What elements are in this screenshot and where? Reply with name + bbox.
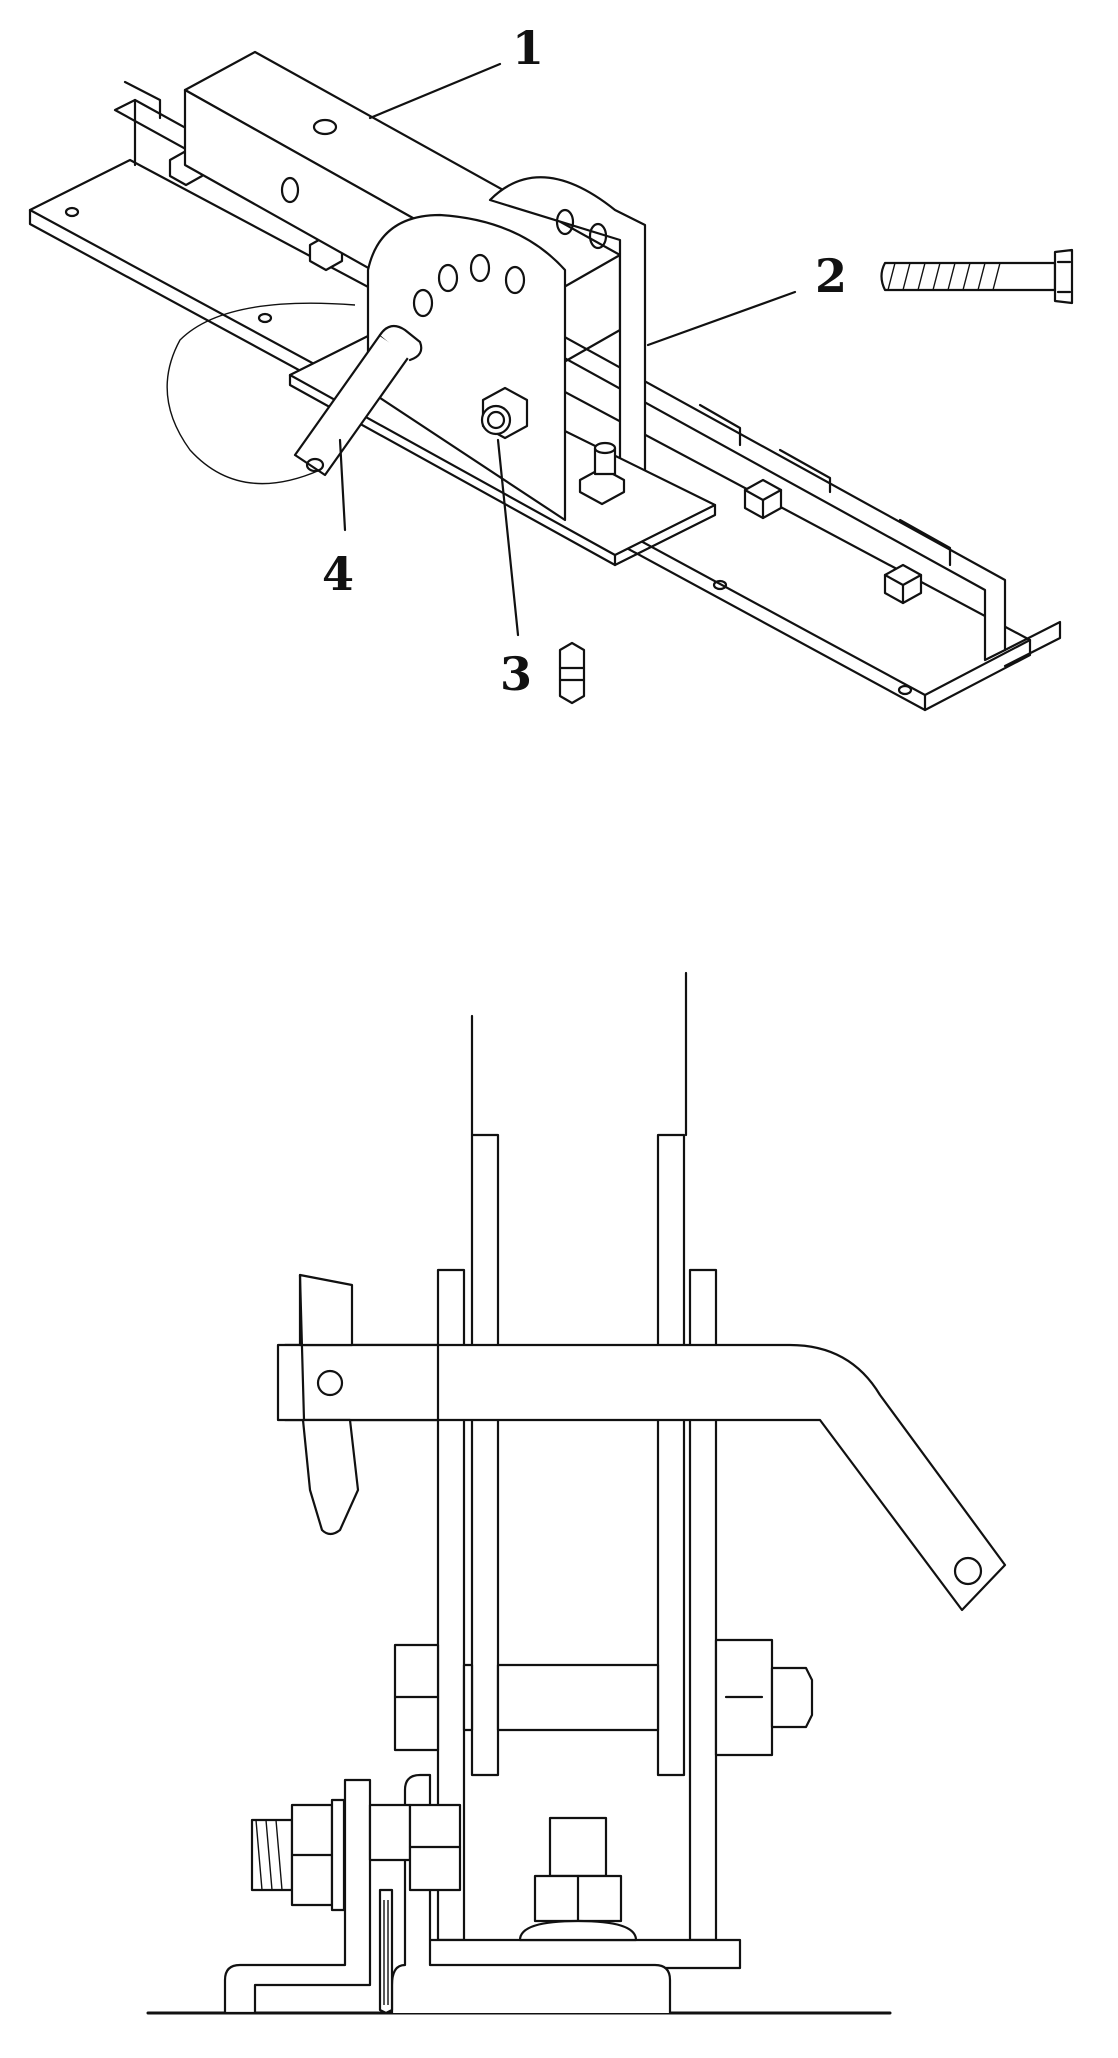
callout-3: 3 [500, 647, 532, 701]
callout-1: 1 [512, 21, 544, 75]
locking-pin [298, 1273, 360, 1536]
front-side-plate [366, 213, 567, 522]
seam-clamp [223, 1773, 672, 2015]
leader-lines [338, 62, 797, 637]
callout-2: 2 [815, 249, 847, 303]
winch-handle [166, 302, 423, 485]
loose-bolt [880, 248, 1074, 305]
handle-shaft [276, 1343, 1007, 1612]
callout-4: 4 [322, 547, 354, 601]
clamp-bolt [250, 1798, 346, 1912]
back-side-plate [488, 176, 647, 487]
base-plate [408, 1938, 742, 1970]
loose-nut [558, 641, 586, 705]
inner-plate-right [656, 1133, 686, 1777]
axle-nut-right [714, 1638, 814, 1757]
center-axle [496, 1663, 660, 1732]
center-nut [480, 386, 529, 440]
isometric-view: 1 2 3 4 [28, 21, 1074, 712]
front-elevation-view [146, 971, 1007, 2015]
inner-plate-left [470, 1133, 500, 1777]
plate-bolt [578, 441, 626, 506]
axle-nut-left [393, 1643, 440, 1752]
